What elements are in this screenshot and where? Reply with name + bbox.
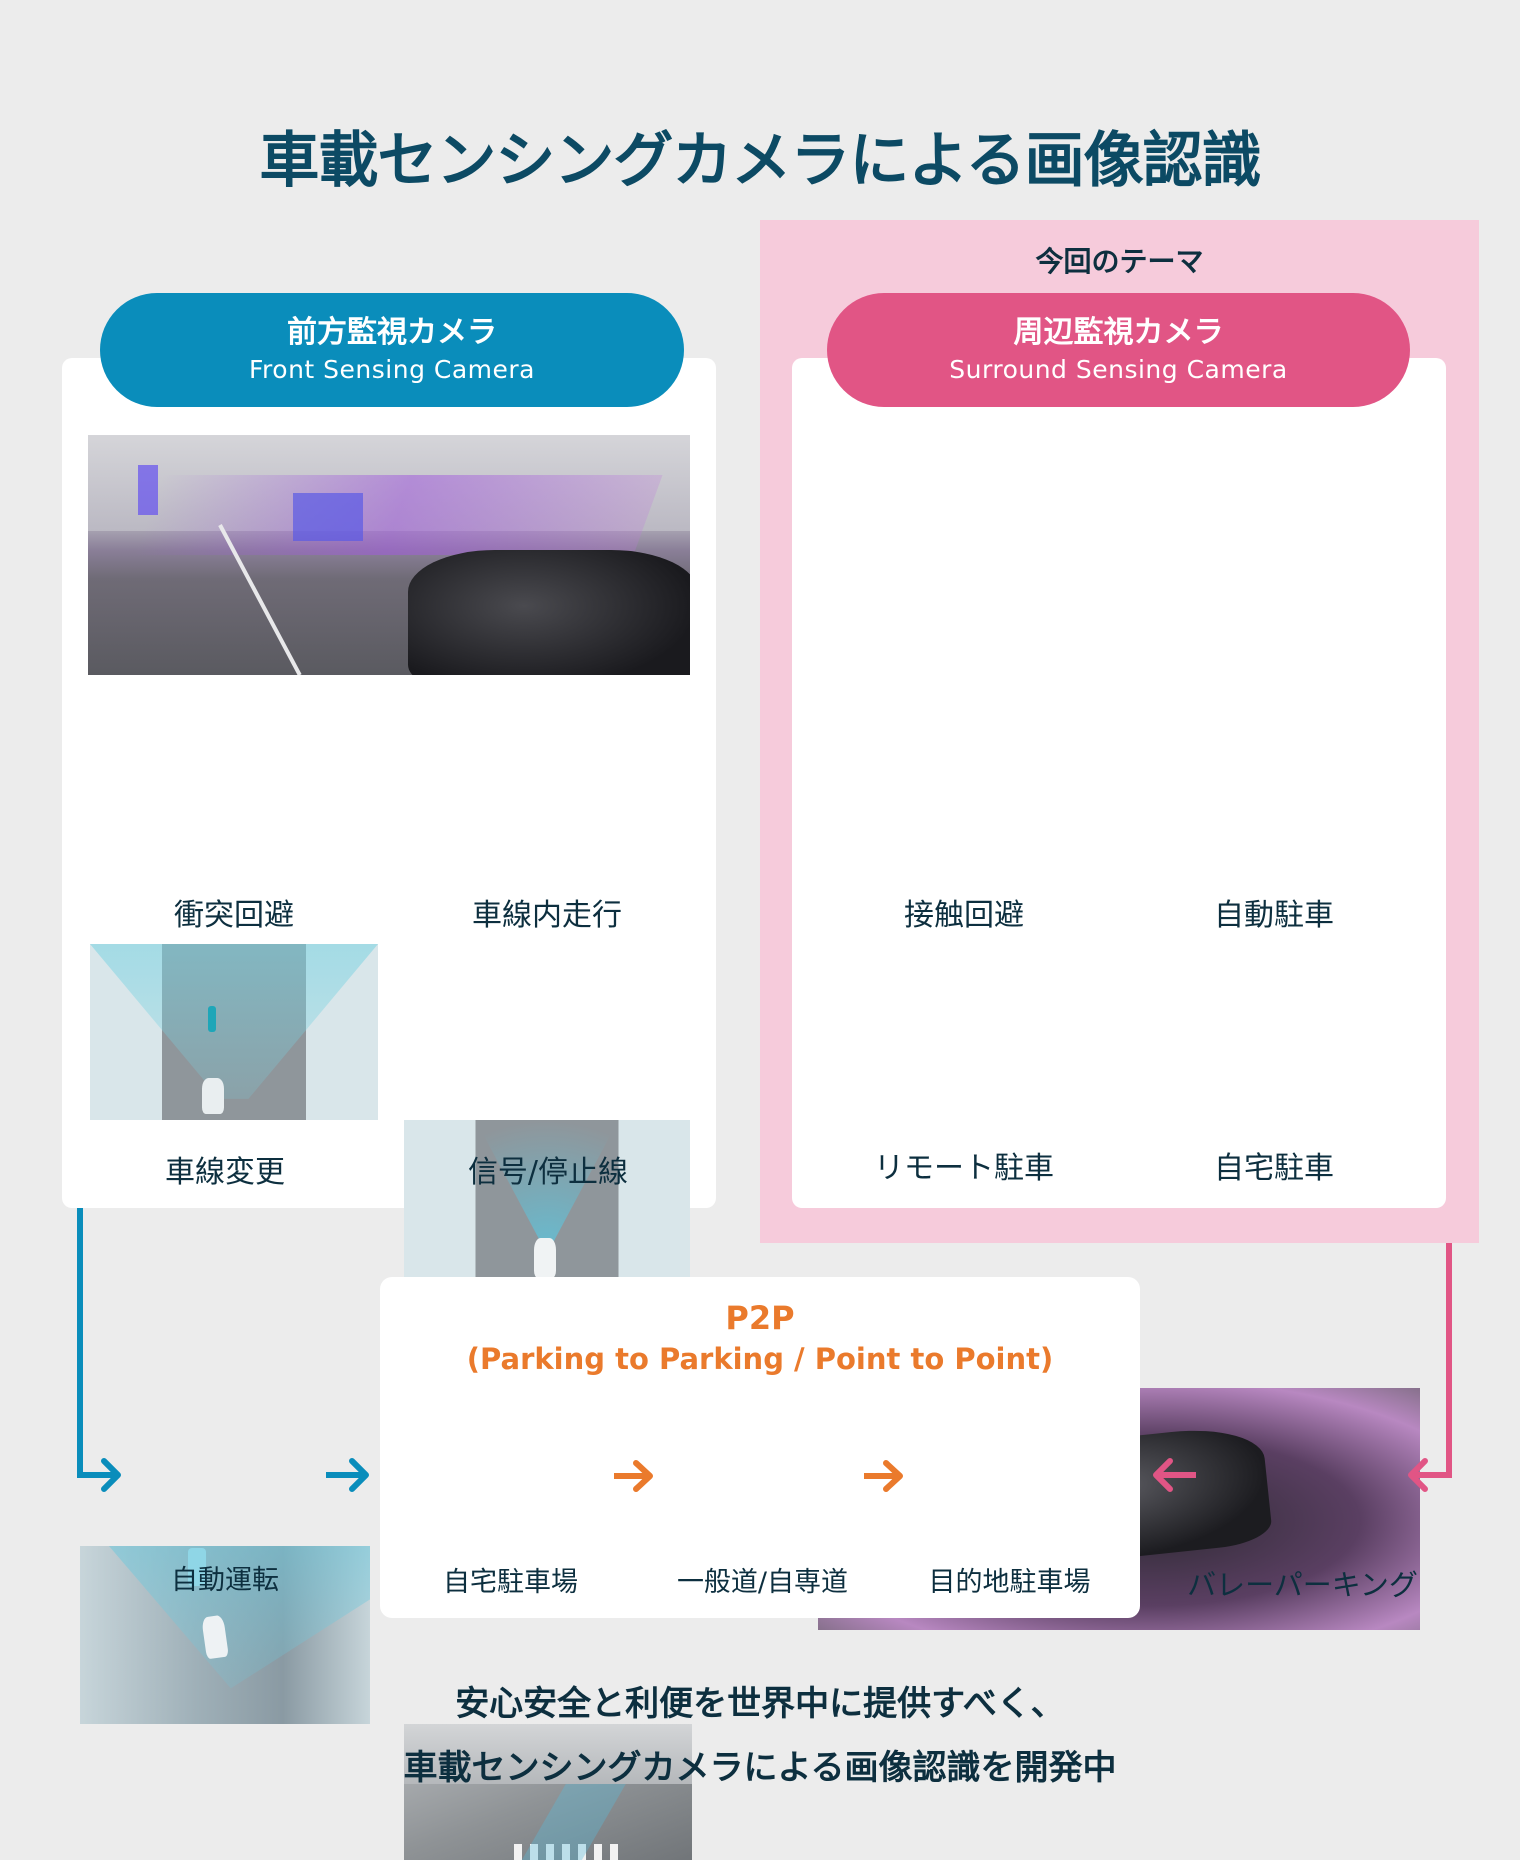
front-camera-title-en: Front Sensing Camera [248,355,535,384]
feature-label-traffic-signal: 信号/停止線 [467,1155,629,1190]
surround-camera-panel [792,358,1446,1208]
blue-connector-line [77,1208,116,1478]
p2p-panel [380,1277,1140,1618]
feature-label-automatic-parking: 自動駐車 [1214,898,1334,933]
surround-camera-title-en: Surround Sensing Camera [949,355,1288,384]
front-sensing-hero-image [88,435,690,675]
lane-change-image [80,1546,370,1724]
feature-label-collision-avoidance: 衝突回避 [174,898,294,933]
collision-avoidance-image [90,944,378,1120]
theme-label: 今回のテーマ [1035,245,1204,278]
feature-label-lane-keeping: 車線内走行 [472,898,622,933]
pedestrian-detection-box [138,465,158,515]
front-camera-title-jp: 前方監視カメラ [287,315,497,350]
front-camera-header: 前方監視カメラ Front Sensing Camera [100,293,684,407]
ego-vehicle [408,550,690,675]
p2p-step-label-road: 一般道/自専道 [676,1567,849,1598]
p2p-title: P2P [725,1299,795,1337]
closing-line-2: 車載センシングカメラによる画像認識を開発中 [403,1748,1117,1788]
vehicle-detection-box [293,493,363,541]
closing-line-1: 安心安全と利便を世界中に提供すべく、 [455,1684,1065,1724]
page-title: 車載センシングカメラによる画像認識 [259,126,1261,196]
p2p-subtitle: (Parking to Parking / Point to Point) [466,1342,1054,1376]
arrow-right-icon [101,1458,121,1492]
surround-camera-header: 周辺監視カメラ Surround Sensing Camera [827,293,1410,407]
feature-label-contact-avoidance: 接触回避 [904,898,1024,933]
lane-keeping-image [404,1120,690,1296]
flow-label-valet-parking: バレーパーキング [1187,1568,1418,1602]
feature-label-home-parking: 自宅駐車 [1214,1151,1334,1186]
p2p-step-label-home: 自宅駐車場 [443,1567,578,1598]
surround-camera-title-jp: 周辺監視カメラ [1013,315,1224,350]
flow-label-autonomous-driving: 自動運転 [171,1565,279,1596]
p2p-step-label-destination: 目的地駐車場 [928,1567,1091,1598]
arrow-right-icon [349,1458,369,1492]
feature-label-remote-parking: リモート駐車 [874,1151,1054,1186]
traffic-signal-stop-line-image [404,1724,692,1860]
feature-label-lane-change: 車線変更 [165,1155,285,1190]
